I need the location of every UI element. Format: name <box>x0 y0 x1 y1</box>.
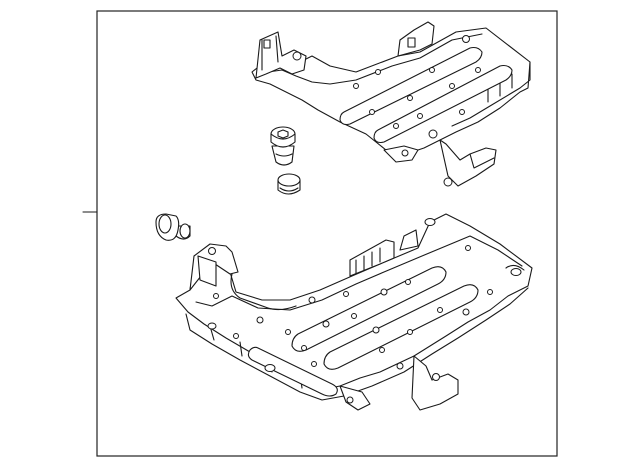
lower-top-tab-ribs <box>355 247 381 275</box>
upper-left-tab-edges <box>261 35 279 71</box>
lower-stud <box>396 362 404 370</box>
upper-hole <box>401 149 409 157</box>
lower-stud <box>462 308 470 316</box>
lower-stud <box>372 326 380 334</box>
lower-front-channel <box>247 346 338 397</box>
lower-stud <box>301 345 307 351</box>
lower-front-tab <box>339 385 371 411</box>
lower-stud <box>487 289 493 295</box>
upper-hole <box>459 109 465 115</box>
lower-cutout-edge <box>230 273 297 311</box>
lower-stud <box>233 333 239 339</box>
upper-hole <box>429 67 435 73</box>
grommet-cap-face <box>158 214 172 234</box>
upper-hole <box>462 35 470 43</box>
lower-stud <box>351 313 357 319</box>
lower-stud <box>213 293 219 299</box>
grommet-cap <box>155 213 180 241</box>
lower-left-tab-face <box>197 255 217 287</box>
bolt <box>270 126 296 166</box>
lower-top-hole <box>424 218 436 226</box>
upper-right-tab-fold <box>469 153 495 169</box>
lower-stud <box>343 291 349 297</box>
upper-side-flange <box>451 61 531 127</box>
lower-right-leg <box>411 355 459 411</box>
lower-front-tab-hole <box>346 396 354 404</box>
upper-hole <box>393 123 399 129</box>
upper-hole <box>428 129 438 139</box>
upper-hole <box>375 69 381 75</box>
lower-corner-hole <box>510 268 522 276</box>
lower-plate-rim <box>195 235 523 311</box>
bushing-top <box>277 173 301 187</box>
upper-hole <box>407 95 413 101</box>
lower-stud <box>256 316 264 324</box>
lower-left-tab-hole <box>208 247 216 255</box>
lower-stud <box>380 288 388 296</box>
lower-stud <box>407 329 413 335</box>
upper-channel-1 <box>339 46 483 126</box>
upper-hole <box>417 113 423 119</box>
bolt-hex-socket <box>277 129 289 139</box>
lower-tray-bracket <box>175 213 533 411</box>
upper-left-tab-hole <box>292 51 302 61</box>
lower-stud <box>405 279 411 285</box>
lower-top-tab-right <box>399 229 419 251</box>
lower-stud <box>437 307 443 313</box>
bushing <box>277 173 301 195</box>
lower-stud <box>308 296 316 304</box>
lower-stud <box>465 245 471 251</box>
bolt-thread <box>275 153 293 157</box>
upper-right-tab <box>439 139 497 187</box>
upper-right-tab-hole <box>443 177 453 187</box>
upper-top-tab <box>397 21 435 57</box>
lower-corner-curve <box>505 264 525 271</box>
bolt-head-side <box>270 133 296 148</box>
lower-left-hole <box>207 322 217 330</box>
upper-hole <box>369 109 375 115</box>
lower-stud <box>285 329 291 335</box>
upper-left-tab-slot <box>263 39 271 49</box>
upper-hole <box>475 67 481 73</box>
upper-tray-bracket <box>251 21 531 187</box>
lower-stud <box>379 347 385 353</box>
lower-channel-2 <box>323 284 479 370</box>
upper-bottom-tab <box>383 145 419 163</box>
diagram-frame <box>96 10 558 457</box>
lower-front-hole <box>264 364 276 372</box>
lower-right-leg-hole <box>432 373 440 381</box>
upper-hole <box>449 83 455 89</box>
lower-stud <box>322 320 330 328</box>
lower-left-tab <box>189 243 239 291</box>
lower-channel-1 <box>291 266 447 352</box>
upper-flange-ribs <box>487 73 513 103</box>
grommet-stem-end <box>179 223 191 239</box>
bushing-ring <box>279 187 299 192</box>
lower-stud <box>311 361 317 367</box>
upper-top-tab-clip <box>407 37 416 48</box>
upper-channel-2 <box>373 64 513 144</box>
upper-hole <box>353 83 359 89</box>
lower-flange-ribs <box>209 325 303 389</box>
rubber-grommet <box>155 213 191 241</box>
